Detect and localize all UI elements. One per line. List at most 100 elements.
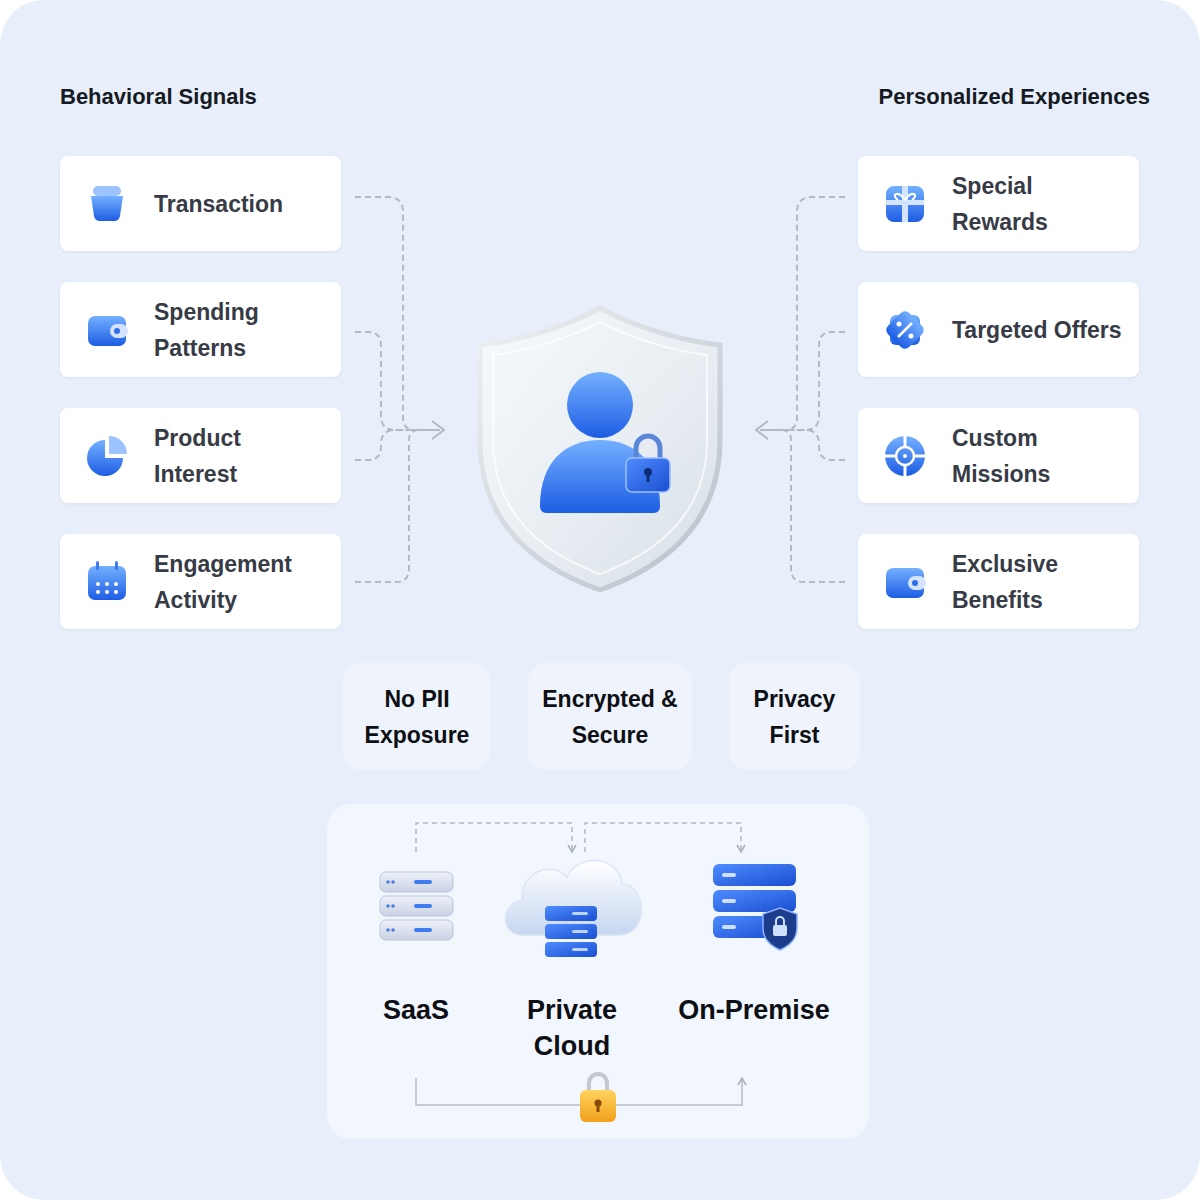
calendar-dot [114, 590, 118, 594]
privacy-badge: Encrypted & Secure [528, 663, 692, 770]
deployment-connector [585, 823, 741, 852]
deployment-option: Private Cloud [507, 852, 637, 1065]
privacy-badge: No PII Exposure [343, 663, 491, 770]
server-led [386, 880, 390, 884]
section-heading: Behavioral Signals [60, 82, 257, 112]
gift-ribbon [902, 186, 908, 222]
lock-body [626, 458, 670, 492]
target-icon [885, 436, 925, 476]
calendar-ring [96, 561, 99, 570]
card-label: Custom Missions [952, 420, 1122, 492]
deployment-option: SaaS [366, 852, 466, 1078]
badge-label: No PII Exposure [349, 681, 485, 753]
privacy-shield [480, 308, 720, 590]
wallet-button [114, 328, 120, 334]
saas-server [380, 872, 453, 940]
section-heading: Personalized Experiences [879, 82, 1150, 112]
text-group: No PII Exposure [349, 681, 485, 753]
text-group: SaaS [366, 992, 466, 1028]
experience-card: Custom Missions [858, 408, 1139, 503]
calendar-dot [114, 582, 118, 586]
pie-slice [109, 436, 127, 454]
server-unit [545, 942, 597, 957]
gift-icon [886, 186, 924, 222]
server-bar [572, 948, 588, 951]
wallet-icon [88, 316, 126, 346]
wallet-pocket [908, 576, 926, 590]
leader-line [760, 332, 845, 430]
server-led [391, 904, 395, 908]
server-unit [545, 924, 597, 939]
gift-ribbon [886, 200, 924, 205]
shield-lock-shackle [776, 917, 784, 925]
calendar-dot [96, 590, 100, 594]
wallet-button [912, 580, 918, 586]
card-label: Special Rewards [952, 168, 1122, 240]
privacy-badge: Privacy First [729, 663, 860, 770]
basket-icon [91, 196, 123, 221]
calendar-ring [115, 561, 118, 570]
server-led [386, 928, 390, 932]
server-bar [572, 912, 588, 915]
leader-arrowhead [432, 421, 444, 439]
calendar-dots [96, 582, 118, 594]
text-group: Spending Patterns [154, 294, 324, 366]
card-label: Exclusive Benefits [952, 546, 1122, 618]
card-label: Targeted Offers [952, 312, 1122, 348]
deployment-option: On-Premise [664, 852, 844, 1078]
card-label: Product Interest [154, 420, 324, 492]
lock-keyhole [644, 468, 652, 476]
leader-line [760, 197, 845, 430]
cloud-server [545, 906, 597, 957]
cloud-shape [506, 860, 642, 935]
server-unit [713, 916, 785, 938]
server-bar [722, 873, 736, 877]
signal-leaders [355, 197, 440, 582]
badge-label: Privacy First [735, 681, 854, 753]
gold-lock-keyhole [597, 1104, 600, 1112]
text-group: Encrypted & Secure [534, 681, 686, 753]
shield-highlight [493, 322, 707, 574]
shield-lock [773, 925, 787, 936]
gold-lock-shackle [589, 1074, 607, 1093]
deployment-label: On-Premise [664, 992, 844, 1028]
experience-card: Special Rewards [858, 156, 1139, 251]
percent-dot [897, 322, 902, 327]
server-unit [545, 906, 597, 921]
text-group: On-Premise [664, 992, 844, 1028]
wallet-pocket [110, 324, 128, 338]
lock-keyhole [647, 474, 650, 482]
experience-card: Targeted Offers [858, 282, 1139, 377]
text-group: Custom Missions [952, 420, 1122, 492]
gold-lock-body [580, 1090, 616, 1122]
basket-rim [93, 186, 121, 196]
experience-card: Exclusive Benefits [858, 534, 1139, 629]
signal-card: Engagement Activity [60, 534, 341, 629]
card-label: Spending Patterns [154, 294, 324, 366]
leader-line [355, 430, 440, 582]
pie-icon [87, 440, 123, 476]
deployment-connector [416, 823, 572, 852]
text-group: Exclusive Benefits [952, 546, 1122, 618]
server-bar [414, 928, 432, 932]
leader-line [355, 197, 440, 430]
deployment-panel [327, 804, 869, 1139]
leader-line [760, 430, 845, 460]
text-group: Targeted Offers [952, 312, 1122, 348]
leader-line [355, 332, 440, 430]
server-led [391, 880, 395, 884]
deployment-connector [416, 1078, 742, 1105]
lock-shackle [636, 436, 660, 460]
discount-badge [884, 309, 926, 351]
card-label: Transaction [154, 186, 324, 222]
deployment-label: Private Cloud [507, 992, 637, 1064]
percent-slash [898, 323, 912, 337]
leader-arrowhead [756, 421, 768, 439]
text-group: Engagement Activity [154, 546, 324, 618]
onpremise-server [713, 864, 797, 950]
signal-card: Spending Patterns [60, 282, 341, 377]
